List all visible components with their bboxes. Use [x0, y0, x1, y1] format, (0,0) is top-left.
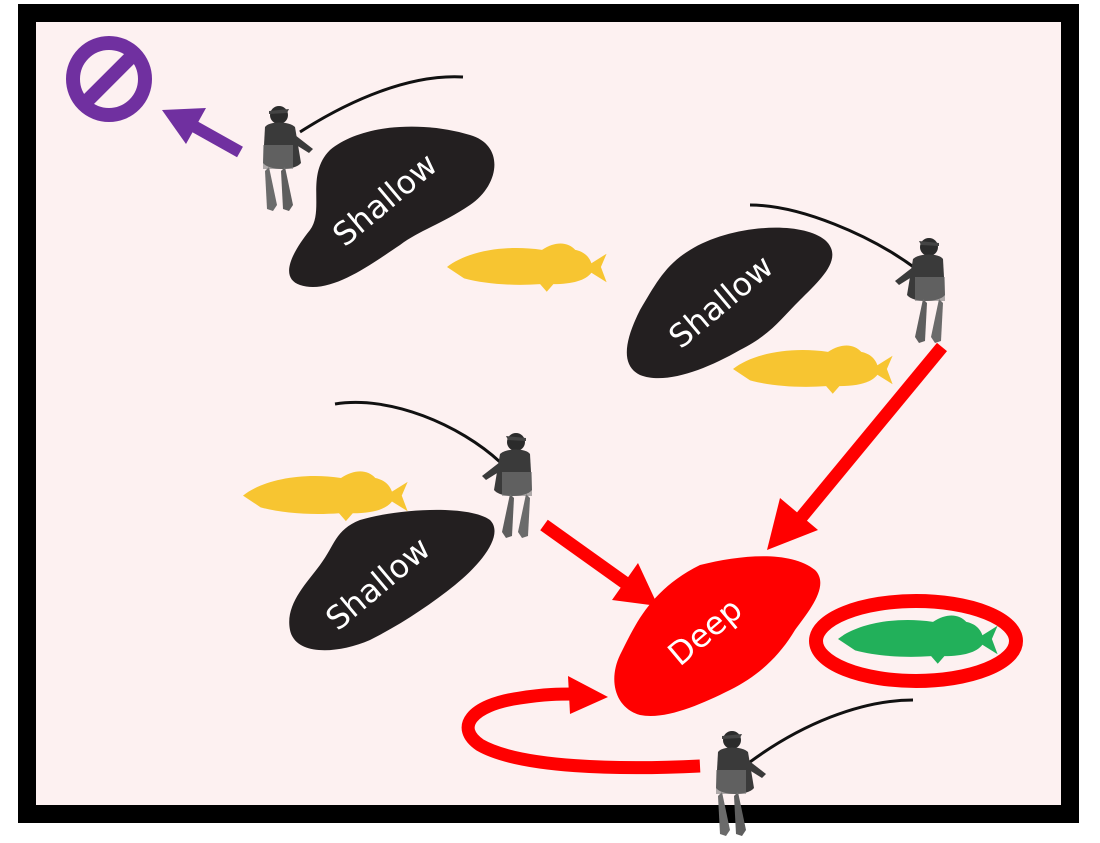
- trout-icon: [838, 615, 998, 664]
- angler-icon: [716, 698, 914, 836]
- angler-icon: [749, 203, 945, 343]
- red-loop-arrow: [461, 676, 701, 775]
- no-entry-icon: [66, 36, 152, 122]
- trout-icon: [733, 345, 893, 394]
- deep-pool: Deep: [614, 556, 821, 716]
- shallow-pool-3: Shallow: [289, 509, 495, 651]
- red-arrow: [540, 519, 658, 606]
- target-ring: [809, 594, 1023, 688]
- diagram-frame: [18, 4, 1079, 823]
- trout-icon: [243, 471, 408, 522]
- red-arrow: [767, 342, 948, 550]
- angler-icon: [334, 400, 532, 538]
- purple-arrow: [162, 108, 243, 158]
- trout-icon: [447, 243, 607, 292]
- shallow-pool-1: Shallow: [289, 126, 495, 287]
- angler-icon: [263, 75, 464, 211]
